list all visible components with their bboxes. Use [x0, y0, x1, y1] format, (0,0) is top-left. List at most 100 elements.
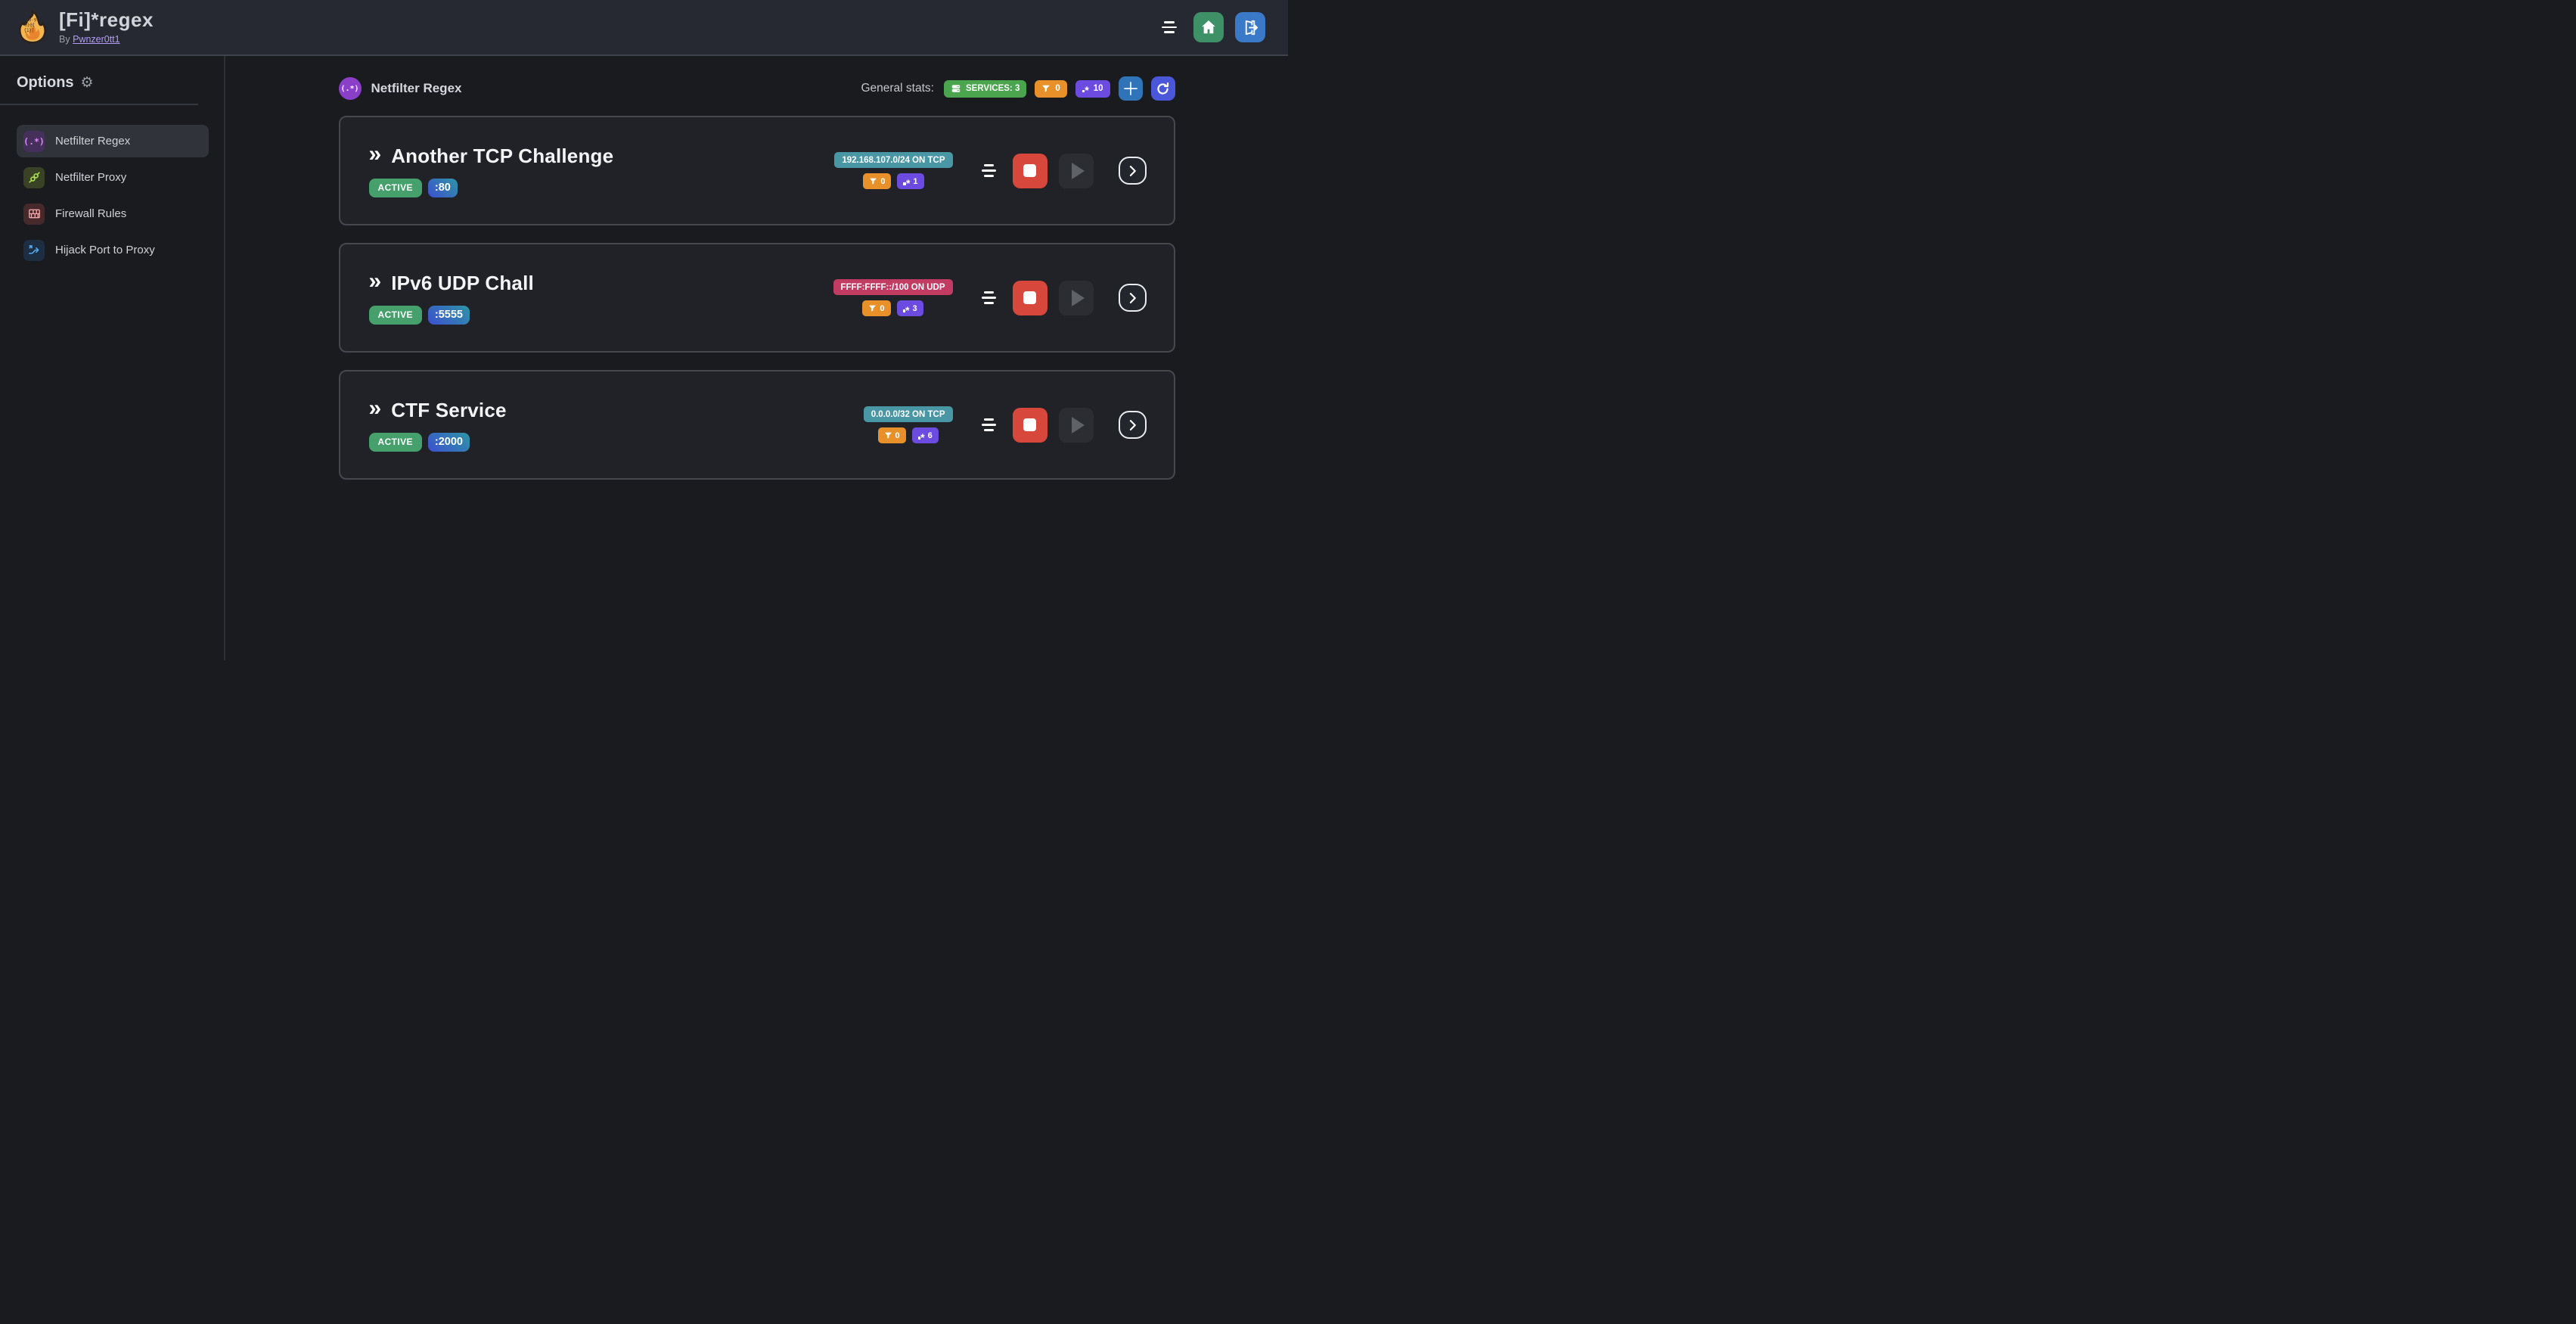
topbar-actions: [1156, 12, 1265, 42]
plus-icon: [1123, 82, 1137, 95]
stop-icon: [1023, 291, 1036, 304]
service-menu-icon[interactable]: [982, 291, 997, 304]
status-badge: ACTIVE: [368, 305, 422, 325]
chevrons-right-icon: »: [368, 141, 382, 166]
start-service-button[interactable]: [1058, 280, 1094, 315]
sidebar-item-label: Hijack Port to Proxy: [55, 244, 155, 256]
regex-page-icon: (.*): [338, 77, 362, 100]
sidebar-item-label: Firewall Rules: [55, 207, 127, 220]
regex-icon: (.*): [23, 130, 45, 152]
funnel-icon: [884, 432, 892, 439]
sidebar-item-label: Netfilter Regex: [55, 135, 131, 148]
service-card: » Another TCP Challenge ACTIVE :80 192.1…: [338, 116, 1175, 225]
port-badge: :80: [427, 178, 458, 197]
svg-text:0}@[: 0}@[: [24, 23, 35, 28]
status-badge: ACTIVE: [368, 432, 422, 452]
sidebar-item-firewall-rules[interactable]: Firewall Rules: [17, 197, 209, 230]
sidebar-item-netfilter-proxy[interactable]: Netfilter Proxy: [17, 161, 209, 194]
chevrons-right-icon: »: [368, 396, 382, 421]
service-filtered-badge: 0: [862, 300, 891, 316]
stop-icon: [1023, 418, 1036, 431]
main-content: (.*) Netfilter Regex General stats: SERV…: [225, 56, 1288, 660]
refresh-button[interactable]: [1150, 76, 1175, 101]
service-title: IPv6 UDP Chall: [391, 271, 534, 294]
gear-icon: ⚙: [80, 75, 94, 91]
chevrons-right-icon: »: [368, 269, 382, 294]
service-title: CTF Service: [391, 398, 507, 421]
service-card: » IPv6 UDP Chall ACTIVE :5555 FFFF:FFFF:…: [338, 243, 1175, 353]
author-link[interactable]: Pwnzer0tt1: [73, 33, 120, 45]
logout-icon: [1245, 20, 1258, 35]
page-title: Netfilter Regex: [371, 81, 462, 95]
chevron-right-icon: [1129, 292, 1136, 303]
status-badge: ACTIVE: [368, 178, 422, 197]
sidebar-item-netfilter-regex[interactable]: (.*) Netfilter Regex: [17, 125, 209, 157]
regex-count-badge: * 10: [1075, 79, 1110, 98]
service-filtered-badge: 0: [877, 427, 906, 443]
funnel-icon: [870, 178, 877, 185]
services-count-badge: SERVICES: 3: [943, 79, 1027, 98]
open-service-button[interactable]: [1118, 157, 1147, 185]
arrows-split-icon: [23, 239, 45, 261]
cidr-badge: 192.168.107.0/24 ON TCP: [834, 152, 953, 168]
port-badge: :2000: [427, 432, 470, 452]
cidr-badge: 0.0.0.0/32 ON TCP: [863, 406, 953, 422]
regex-dot-star-icon: *: [903, 177, 910, 188]
byline: By Pwnzer0tt1: [59, 34, 154, 45]
service-regex-badge: * 3: [896, 300, 923, 316]
svg-text:z0-9: z0-9: [26, 18, 36, 23]
menu-icon[interactable]: [1156, 14, 1182, 40]
service-menu-icon[interactable]: [982, 164, 997, 177]
sidebar-heading: Options ⚙: [17, 74, 94, 91]
play-icon: [1071, 416, 1085, 434]
sidebar-nav: (.*) Netfilter Regex Netfilter Proxy: [17, 125, 209, 266]
stop-service-button[interactable]: [1012, 280, 1047, 315]
sidebar: Options ⚙ (.*) Netfilter Regex Netfilter…: [0, 56, 225, 660]
main-header: (.*) Netfilter Regex General stats: SERV…: [338, 76, 1175, 101]
brand: z0-9 0}@[ {1}] [Fi]*regex By Pwnzer0tt1: [15, 10, 154, 45]
service-list: » Another TCP Challenge ACTIVE :80 192.1…: [338, 116, 1175, 480]
plug-icon: [23, 166, 45, 188]
service-card: » CTF Service ACTIVE :2000 0.0.0.0/32 ON…: [338, 370, 1175, 480]
play-icon: [1071, 289, 1085, 306]
port-badge: :5555: [427, 305, 470, 325]
logout-button[interactable]: [1235, 12, 1265, 42]
add-service-button[interactable]: [1118, 76, 1143, 101]
topbar: z0-9 0}@[ {1}] [Fi]*regex By Pwnzer0tt1: [0, 0, 1288, 56]
home-icon: [1202, 20, 1215, 34]
cidr-badge: FFFF:FFFF::/100 ON UDP: [833, 279, 953, 295]
regex-dot-star-icon: *: [902, 304, 909, 315]
sidebar-item-label: Netfilter Proxy: [55, 171, 127, 184]
brick-wall-icon: [23, 203, 45, 225]
chevron-right-icon: [1129, 419, 1136, 430]
funnel-icon: [869, 305, 876, 312]
open-service-button[interactable]: [1118, 284, 1147, 312]
start-service-button[interactable]: [1058, 153, 1094, 188]
play-icon: [1071, 162, 1085, 179]
stats-label: General stats:: [861, 82, 934, 95]
service-menu-icon[interactable]: [982, 418, 997, 431]
stop-service-button[interactable]: [1012, 153, 1047, 188]
stop-service-button[interactable]: [1012, 407, 1047, 443]
chevron-right-icon: [1129, 165, 1136, 176]
sidebar-divider: [0, 104, 198, 105]
service-regex-badge: * 6: [911, 427, 939, 443]
open-service-button[interactable]: [1118, 411, 1147, 439]
svg-text:{1}]: {1}]: [24, 29, 35, 33]
stop-icon: [1023, 164, 1036, 177]
sidebar-item-hijack-port[interactable]: Hijack Port to Proxy: [17, 234, 209, 266]
filtered-count-badge: 0: [1035, 79, 1067, 98]
service-filtered-badge: 0: [863, 173, 892, 189]
app-title: [Fi]*regex: [59, 8, 154, 32]
server-icon: [951, 85, 961, 92]
regex-dot-star-icon: *: [1082, 84, 1089, 95]
by-label: By: [59, 33, 70, 45]
general-stats: General stats: SERVICES: 3: [861, 76, 1175, 101]
regex-dot-star-icon: *: [917, 431, 925, 443]
flame-logo-icon: z0-9 0}@[ {1}]: [19, 10, 46, 44]
funnel-icon: [1042, 85, 1050, 92]
service-regex-badge: * 1: [897, 173, 924, 189]
refresh-icon: [1157, 82, 1169, 95]
start-service-button[interactable]: [1058, 407, 1094, 443]
home-button[interactable]: [1193, 12, 1224, 42]
